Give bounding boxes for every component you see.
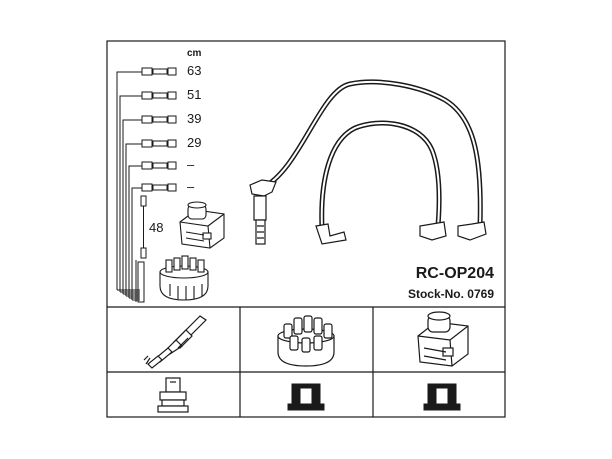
cap-terminal-icon bbox=[287, 383, 325, 411]
length-label-side: 48 bbox=[149, 220, 163, 235]
wire-row bbox=[116, 67, 177, 290]
wire-bundle bbox=[116, 67, 177, 303]
length-label-4: 29 bbox=[187, 135, 201, 150]
length-label-2: 51 bbox=[187, 87, 201, 102]
plug-cable bbox=[319, 120, 442, 229]
distributor-cap-icon bbox=[159, 255, 209, 301]
spark-plug-boot bbox=[249, 179, 277, 245]
sheet-frame bbox=[106, 40, 506, 418]
length-label-3: 39 bbox=[187, 111, 201, 126]
wire-row bbox=[125, 139, 177, 296]
length-label-6: – bbox=[187, 179, 195, 194]
wire-row bbox=[122, 115, 177, 294]
spark-plug-icon bbox=[143, 315, 207, 369]
coil-boot-middle bbox=[419, 221, 447, 241]
ignition-coil-large bbox=[417, 311, 469, 367]
coil-cable bbox=[260, 79, 483, 227]
coil-boot-left bbox=[315, 223, 347, 245]
coil-boot-right bbox=[457, 221, 487, 241]
length-label-5: – bbox=[187, 157, 195, 172]
wire-row bbox=[131, 183, 177, 300]
wire-row bbox=[119, 91, 177, 292]
length-label-1: 63 bbox=[187, 63, 201, 78]
coil-terminal-icon bbox=[423, 383, 461, 411]
distributor-cap-large bbox=[277, 315, 335, 367]
plug-connector-icon bbox=[157, 377, 189, 413]
wire-row bbox=[128, 161, 177, 298]
length-unit-label: cm bbox=[187, 48, 202, 59]
ignition-coil-icon bbox=[179, 201, 225, 249]
product-code: RC-OP204 bbox=[416, 265, 494, 282]
stock-number: Stock-No. 0769 bbox=[408, 287, 494, 301]
coil-lead bbox=[135, 195, 147, 302]
wire-terminals bbox=[117, 261, 145, 303]
